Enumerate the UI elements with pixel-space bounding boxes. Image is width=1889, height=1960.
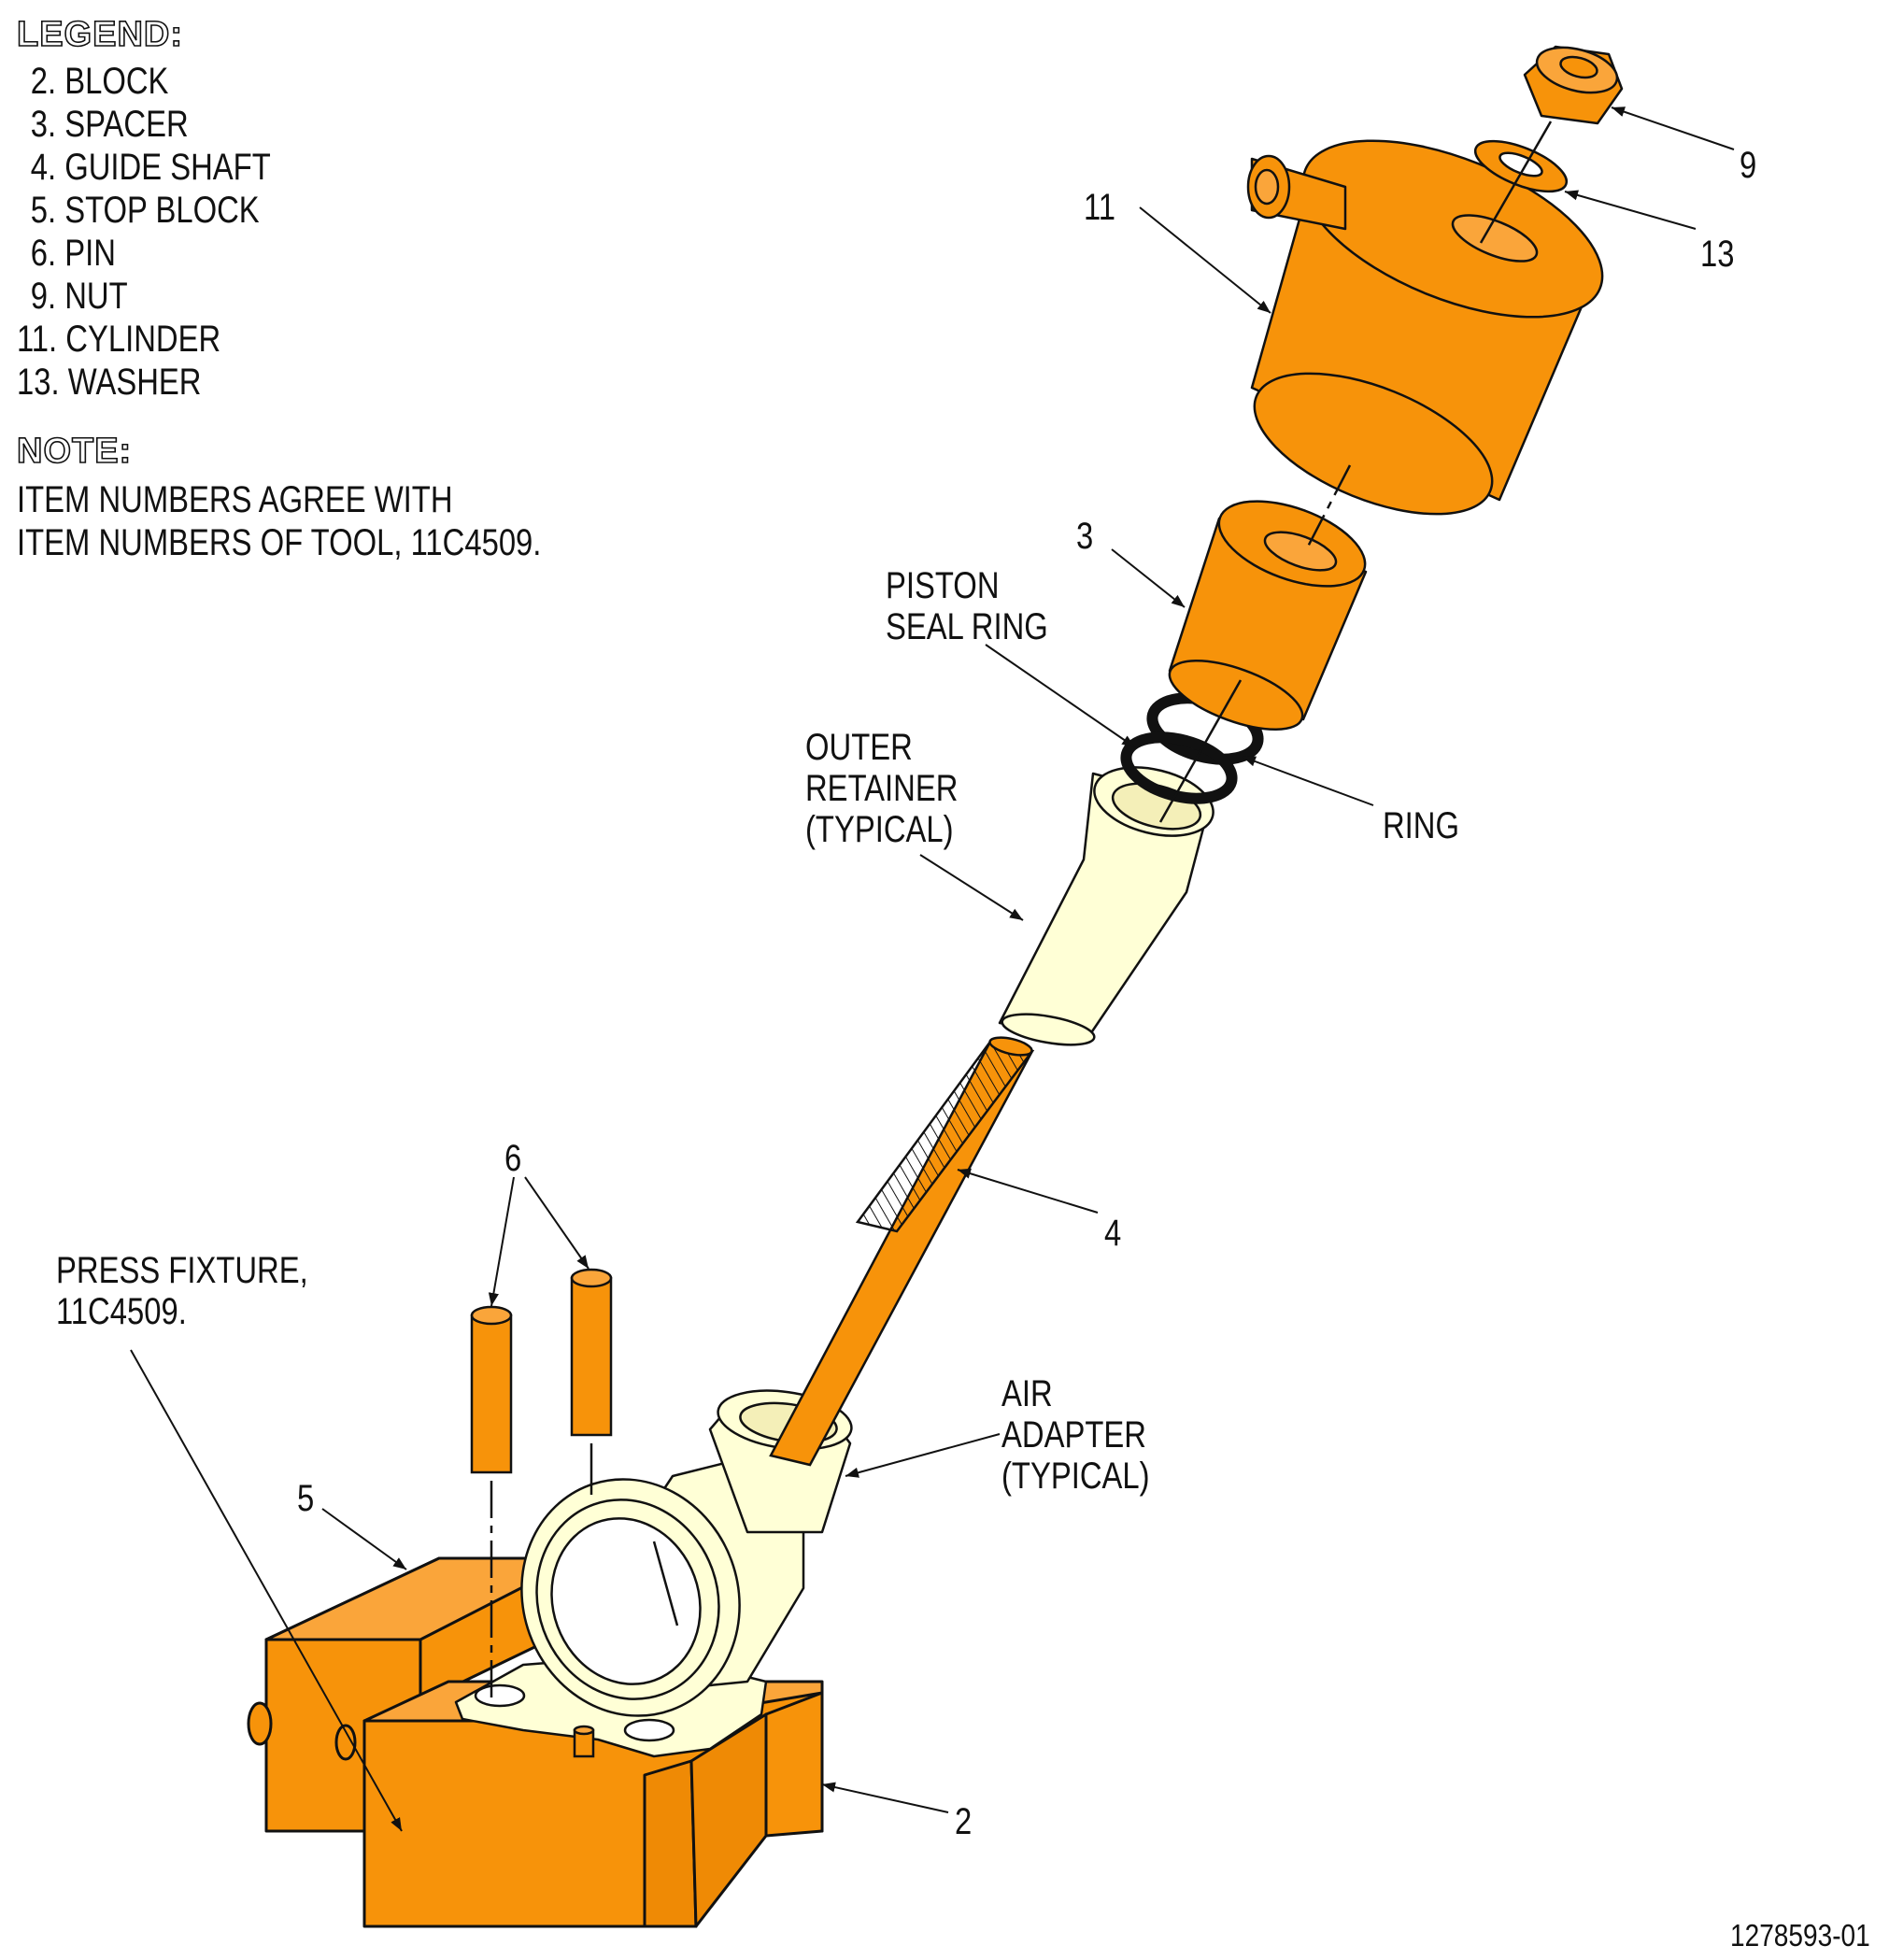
callout-6: 6 [504, 1138, 522, 1179]
legend-item: 3. SPACER [30, 104, 189, 145]
stop-block [247, 1556, 581, 1833]
callout-2: 2 [955, 1801, 973, 1842]
legend-item: 9. NUT [30, 276, 128, 317]
label-line: (TYPICAL) [805, 809, 954, 850]
note: NOTE: ITEM NUMBERS AGREE WITH ITEM NUMBE… [16, 431, 657, 564]
legend-item: 5. STOP BLOCK [30, 190, 260, 231]
legend-item: 13. WASHER [17, 362, 202, 403]
center-lines [490, 121, 1553, 1705]
legend-item: 4. GUIDE SHAFT [30, 147, 271, 188]
label-line: (TYPICAL) [1001, 1456, 1150, 1497]
drawing-number: 1278593-01 [1730, 1918, 1870, 1953]
label-line: SEAL RING [886, 606, 1048, 647]
label-line: OUTER [805, 727, 913, 768]
label-outer-retainer: OUTER RETAINER (TYPICAL) [805, 727, 958, 850]
label-piston-seal-ring: PISTON SEAL RING [886, 565, 1048, 647]
legend-list: 2. BLOCK 3. SPACER 4. GUIDE SHAFT 5. STO… [17, 60, 326, 404]
callout-5: 5 [297, 1478, 315, 1519]
label-press-fixture: PRESS FIXTURE, 11C4509. [56, 1250, 308, 1332]
label-line: RETAINER [805, 768, 959, 809]
label-line: PISTON [886, 565, 1000, 606]
note-line: ITEM NUMBERS OF TOOL, 11C4509. [17, 522, 542, 563]
legend-item: 2. BLOCK [30, 61, 169, 102]
pins [470, 1268, 613, 1758]
label-line: PRESS FIXTURE, [56, 1250, 308, 1291]
legend-item: 11. CYLINDER [17, 319, 221, 360]
leader-lines [130, 107, 1735, 1832]
callout-13: 13 [1700, 234, 1735, 275]
legend-title: LEGEND: [16, 14, 183, 55]
callout-4: 4 [1104, 1213, 1122, 1254]
guide-shaft [769, 1036, 1035, 1467]
label-line: ADAPTER [1001, 1414, 1146, 1456]
label-air-adapter: AIR ADAPTER (TYPICAL) [1001, 1373, 1150, 1497]
callout-9: 9 [1740, 145, 1757, 186]
note-line: ITEM NUMBERS AGREE WITH [17, 479, 453, 520]
cylinder [1246, 139, 1604, 516]
nut [1523, 45, 1624, 125]
legend-item: 6. PIN [30, 233, 116, 274]
callout-11: 11 [1084, 187, 1116, 228]
legend: LEGEND: 2. BLOCK 3. SPACER 4. GUIDE SHAF… [16, 14, 326, 404]
spacer [1168, 500, 1368, 731]
label-line: 11C4509. [56, 1291, 187, 1332]
note-title: NOTE: [16, 431, 133, 472]
label-line: AIR [1001, 1373, 1053, 1414]
callout-3: 3 [1076, 516, 1094, 557]
outer-retainer [998, 766, 1214, 1046]
label-ring: RING [1383, 805, 1459, 846]
